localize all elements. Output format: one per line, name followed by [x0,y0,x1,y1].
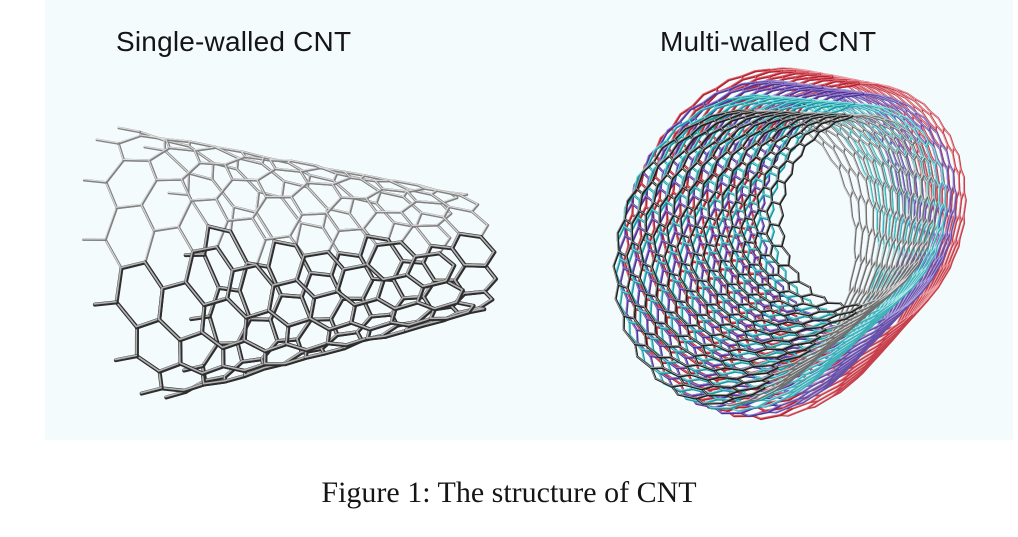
bond-path [717,258,740,286]
bond-path [730,232,750,260]
bond-path [189,314,210,320]
bond-path [840,91,865,98]
bond-path [405,251,455,288]
bond-path [718,241,739,270]
bond-path [375,190,423,229]
bond-path [105,158,157,208]
bond-path [82,178,107,183]
single-walled-cnt-image [82,126,498,400]
figure-caption: Figure 1: The structure of CNT [321,476,697,509]
bond-path [117,126,142,134]
bond-path [821,140,842,171]
bond-path [711,259,734,287]
bond-path [830,114,853,122]
bond-path [139,386,164,396]
bond-path [786,142,806,165]
bond-path [117,126,140,132]
bond-path [167,191,190,197]
panel-multi-walled-cnt: Multi-walled CNT [550,0,1013,440]
bond-path [836,81,861,89]
bond-path [414,211,460,249]
bond-path [835,131,856,158]
bond-path [826,104,849,113]
bond-path [666,250,687,284]
single-walled-label: Single-walled CNT [116,26,352,57]
bond-path [95,138,119,144]
bond-path [143,145,167,152]
bond-path [140,178,193,233]
bond-path [95,138,120,145]
bond-path [134,317,183,374]
bond-path [786,294,814,311]
bond-path [93,300,117,305]
bond-path [836,81,859,88]
bond-path [157,280,205,341]
bond-path [755,216,774,242]
bond-path [82,178,108,184]
bond-path [821,139,841,169]
bond-path [280,180,329,229]
bond-path [114,354,138,361]
bond-path [167,191,188,195]
bond-path [832,143,852,175]
bond-path [723,250,745,278]
bond-path [229,205,275,267]
bond-path [898,127,915,145]
bond-path [706,250,728,280]
bond-path [140,386,162,394]
bond-path [114,260,165,330]
bond-path [143,145,165,151]
bond-path [786,142,805,163]
bond-path [450,232,495,267]
multi-walled-label: Multi-walled CNT [660,26,877,57]
figure-panels: Single-walled CNT Multi-walled CNT [45,0,1013,440]
bond-path [701,242,721,272]
bond-path [830,114,854,123]
bond-path [913,125,929,146]
bond-path [929,110,944,133]
bond-path [700,251,722,282]
bond-path [840,91,863,97]
bond-path [164,390,188,400]
multi-walled-cnt-image [612,67,967,421]
panel-single-walled-cnt: Single-walled CNT [45,0,550,440]
bond-path [140,178,192,231]
bond-path [914,111,930,130]
bond-path [835,131,855,156]
bond-path [157,280,207,343]
